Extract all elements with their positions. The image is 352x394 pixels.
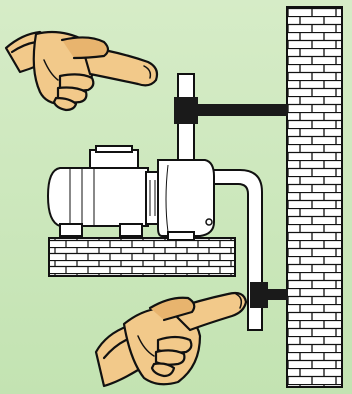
- top-pointing-hand-icon: [4, 30, 159, 112]
- bottom-pointing-hand-icon: [94, 291, 248, 388]
- elbow-pipe: [204, 169, 263, 331]
- electric-pump: [46, 145, 215, 241]
- upper-bracket: [174, 97, 288, 124]
- lower-bracket: [250, 282, 288, 308]
- brick-plinth: [48, 237, 236, 277]
- brick-wall: [286, 6, 343, 388]
